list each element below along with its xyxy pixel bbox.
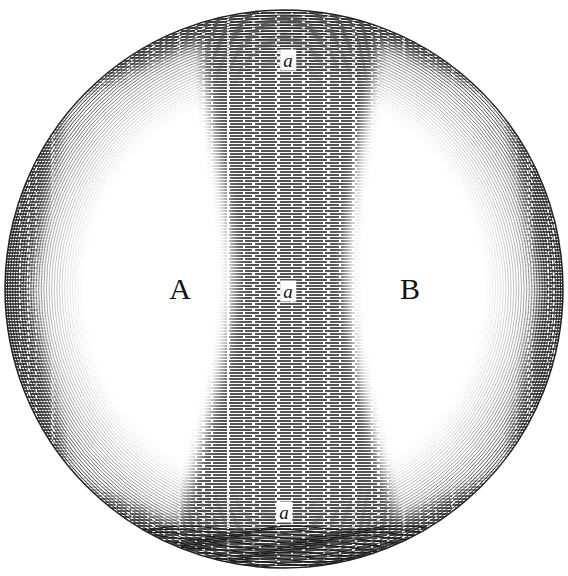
bottom-shading bbox=[100, 526, 460, 572]
band-label: a bbox=[280, 281, 296, 302]
band-hatching bbox=[5, 10, 563, 565]
rim-shading bbox=[7, 12, 560, 565]
band-label: a bbox=[280, 50, 296, 71]
sphere-outline bbox=[5, 10, 563, 568]
region-label: B bbox=[397, 273, 423, 305]
band-label: a bbox=[276, 502, 292, 523]
region-label: A bbox=[166, 273, 194, 305]
